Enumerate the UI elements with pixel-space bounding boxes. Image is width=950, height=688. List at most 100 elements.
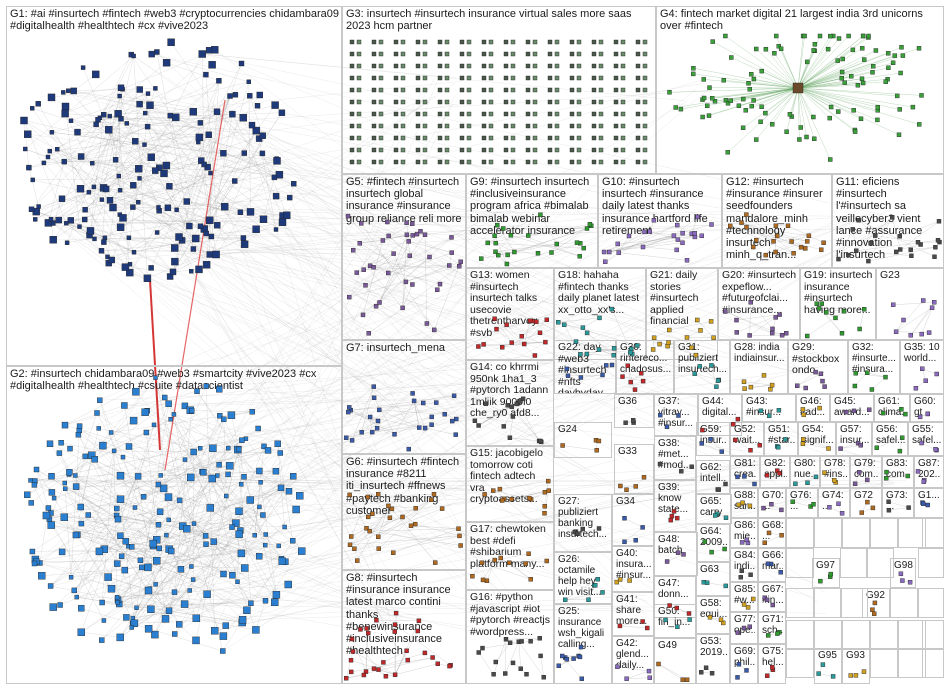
node-g1 [92, 185, 96, 189]
node-g2 [142, 409, 149, 416]
node-g3 [636, 112, 640, 116]
node-g33 [634, 484, 638, 488]
node-g21 [699, 328, 703, 332]
node-g3 [511, 52, 515, 56]
node-g3 [577, 160, 581, 164]
node-g5 [410, 222, 414, 226]
node-g31 [709, 363, 713, 367]
node-g2 [29, 478, 33, 482]
node-g23 [930, 306, 934, 310]
node-g2 [178, 566, 184, 572]
node-g8 [417, 619, 421, 623]
node-g2 [176, 621, 182, 627]
node-g2 [119, 554, 124, 559]
node-g3 [379, 112, 383, 116]
node-g8 [448, 664, 452, 668]
node-g3 [511, 148, 515, 152]
node-g2 [160, 485, 167, 492]
node-g1 [153, 86, 157, 90]
node-g3 [350, 112, 354, 116]
node-g1 [214, 109, 220, 115]
node-g3 [438, 148, 442, 152]
node-g15 [543, 511, 547, 515]
node-g67 [771, 603, 775, 607]
node-g2 [181, 601, 188, 608]
node-g3 [621, 52, 625, 56]
node-g3 [460, 40, 464, 44]
node-g2 [114, 561, 120, 567]
node-g4 [708, 86, 712, 90]
node-g21 [712, 336, 716, 340]
node-g2 [256, 553, 262, 559]
node-g1 [118, 85, 124, 91]
node-g4 [803, 34, 807, 38]
node-g4 [829, 105, 833, 109]
node-g54 [801, 437, 805, 441]
node-g7 [430, 415, 434, 419]
node-g3 [577, 112, 581, 116]
node-g3 [379, 64, 383, 68]
node-g3 [504, 64, 508, 68]
node-g5 [346, 214, 350, 218]
node-g49 [657, 662, 661, 666]
node-g53 [710, 671, 714, 675]
node-g18 [578, 352, 582, 356]
node-g4 [760, 105, 764, 109]
node-g30 [641, 379, 645, 383]
node-g4 [849, 74, 853, 78]
node-g4 [886, 51, 890, 55]
node-g14 [506, 403, 510, 407]
node-g3 [570, 160, 574, 164]
node-g17 [527, 552, 531, 556]
node-g31 [698, 364, 702, 368]
node-g2 [150, 540, 157, 547]
node-g2 [145, 564, 152, 571]
node-g81 [736, 475, 740, 479]
node-g3 [489, 160, 493, 164]
node-g2 [248, 601, 253, 606]
node-g2 [116, 600, 120, 604]
node-g4 [772, 51, 776, 55]
node-g9 [479, 257, 483, 261]
node-g3 [577, 100, 581, 104]
node-g9 [493, 234, 497, 238]
node-g4 [711, 40, 715, 44]
node-g95 [821, 663, 825, 667]
node-g17 [480, 561, 484, 565]
node-g3 [614, 100, 618, 104]
node-g2 [192, 522, 196, 526]
node-g2 [239, 616, 246, 623]
node-g4 [764, 47, 768, 51]
node-g1 [241, 241, 248, 248]
node-g10 [675, 248, 679, 252]
node-g3 [423, 88, 427, 92]
node-g85 [742, 603, 746, 607]
node-g30 [621, 375, 625, 379]
node-g2 [62, 422, 68, 428]
node-g7 [412, 399, 416, 403]
node-g2 [221, 571, 227, 577]
node-g2 [226, 446, 230, 450]
node-g1 [82, 217, 87, 222]
node-g4 [723, 34, 727, 38]
node-g1 [291, 181, 296, 186]
node-g1 [211, 46, 218, 53]
node-g22 [604, 363, 608, 367]
node-g3 [577, 64, 581, 68]
node-g7 [375, 426, 379, 430]
node-g1 [209, 171, 213, 175]
node-g98 [900, 579, 904, 583]
node-g43 [759, 409, 763, 413]
node-g2 [73, 484, 79, 490]
node-g30 [626, 364, 630, 368]
node-g11 [898, 248, 902, 252]
node-g1 [283, 212, 290, 219]
node-g3 [643, 160, 647, 164]
node-g18 [628, 350, 632, 354]
node-g1 [171, 258, 178, 265]
node-g1 [132, 138, 138, 144]
node-g2 [172, 412, 176, 416]
node-g2 [77, 424, 82, 429]
node-g2 [73, 474, 77, 478]
node-g9 [538, 213, 542, 217]
